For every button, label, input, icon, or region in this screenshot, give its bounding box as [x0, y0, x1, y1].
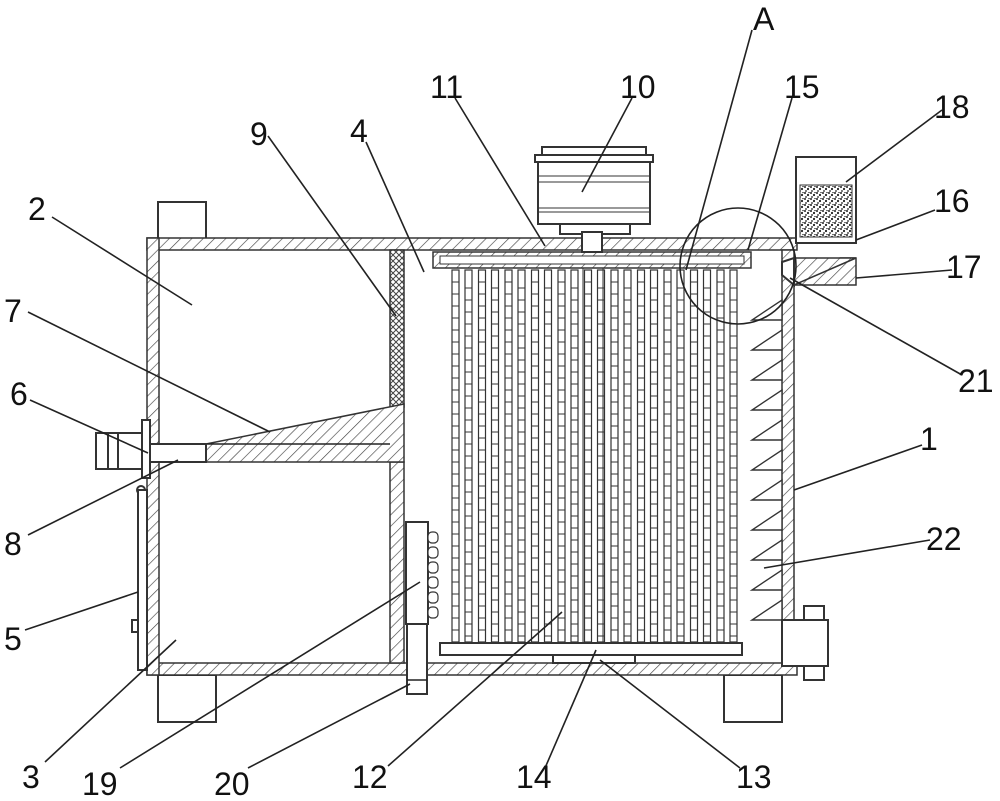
- heater-knob: [427, 561, 439, 574]
- scraper-tooth: [749, 418, 783, 441]
- heater-knob: [427, 591, 439, 604]
- label-11: 11: [430, 69, 463, 105]
- filter-plate: [689, 269, 712, 643]
- filter-plate: [610, 269, 632, 643]
- feed-material: [799, 184, 853, 238]
- label-A: A: [753, 1, 775, 37]
- drain-pipe: [406, 623, 428, 695]
- filter-plate: [716, 269, 738, 643]
- heater-knob: [427, 606, 439, 619]
- housing-right-wall: [781, 249, 795, 664]
- scraper-tooth: [749, 598, 783, 621]
- label-8: 8: [4, 526, 22, 562]
- label-16: 16: [934, 183, 970, 219]
- filter-plate: [477, 269, 500, 643]
- left-foot: [157, 674, 217, 723]
- label-2: 2: [28, 191, 46, 227]
- heater-knob: [427, 531, 439, 544]
- filter-plate: [636, 269, 659, 643]
- leader-lines: [24, 29, 963, 769]
- label-20: 20: [214, 766, 250, 801]
- heater-knob: [427, 546, 439, 559]
- scraper-tooth: [749, 568, 783, 591]
- funnel-pipe: [205, 403, 405, 463]
- filter-plate: [451, 269, 473, 643]
- label-10: 10: [620, 69, 656, 105]
- heater-knobs: [427, 531, 439, 619]
- label-6: 6: [10, 376, 28, 412]
- housing-top-wall: [146, 237, 798, 251]
- part-labels: A 1 2 3 4 5 6 7 8 9 10 11 12 13 14 15 16…: [4, 1, 994, 801]
- label-4: 4: [350, 113, 368, 149]
- label-12: 12: [352, 759, 388, 795]
- filter-plate: [557, 269, 579, 643]
- label-19: 19: [82, 766, 118, 801]
- heater-knob: [427, 576, 439, 589]
- heater-block: [405, 521, 429, 625]
- scraper-tooth: [749, 298, 783, 321]
- label-18: 18: [934, 89, 970, 125]
- housing-bottom-wall: [146, 662, 798, 676]
- scraper-tooth: [749, 478, 783, 501]
- scraper-tooth: [749, 508, 783, 531]
- filter-plate: [504, 269, 526, 643]
- label-7: 7: [4, 293, 22, 329]
- label-1: 1: [920, 421, 938, 457]
- right-foot: [723, 674, 783, 723]
- scraper-tooth: [749, 388, 783, 411]
- side-motor: [781, 619, 829, 667]
- partition-lower: [389, 461, 405, 664]
- scraper-tooth: [749, 358, 783, 381]
- label-14: 14: [516, 759, 552, 795]
- filter-plates: [451, 267, 738, 644]
- label-9: 9: [250, 116, 268, 152]
- scraper-tooth: [749, 538, 783, 561]
- detail-circle-A: [679, 207, 797, 325]
- bottom-tray: [439, 642, 743, 656]
- label-22: 22: [926, 521, 962, 557]
- filter-plate: [663, 269, 685, 643]
- label-17: 17: [946, 249, 982, 285]
- motor-shaft: [581, 231, 603, 253]
- top-inlet-block: [157, 201, 207, 241]
- motor-body: [537, 161, 651, 225]
- label-21: 21: [958, 363, 994, 399]
- scraper-teeth: [749, 298, 783, 621]
- filter-plate: [583, 269, 606, 643]
- scraper-tooth: [749, 448, 783, 471]
- partition-upper: [389, 249, 405, 408]
- label-15: 15: [784, 69, 820, 105]
- scraper-tooth: [749, 328, 783, 351]
- side-door: [137, 489, 148, 671]
- label-5: 5: [4, 621, 22, 657]
- label-3: 3: [22, 759, 40, 795]
- label-13: 13: [736, 759, 772, 795]
- filter-plate: [530, 269, 553, 643]
